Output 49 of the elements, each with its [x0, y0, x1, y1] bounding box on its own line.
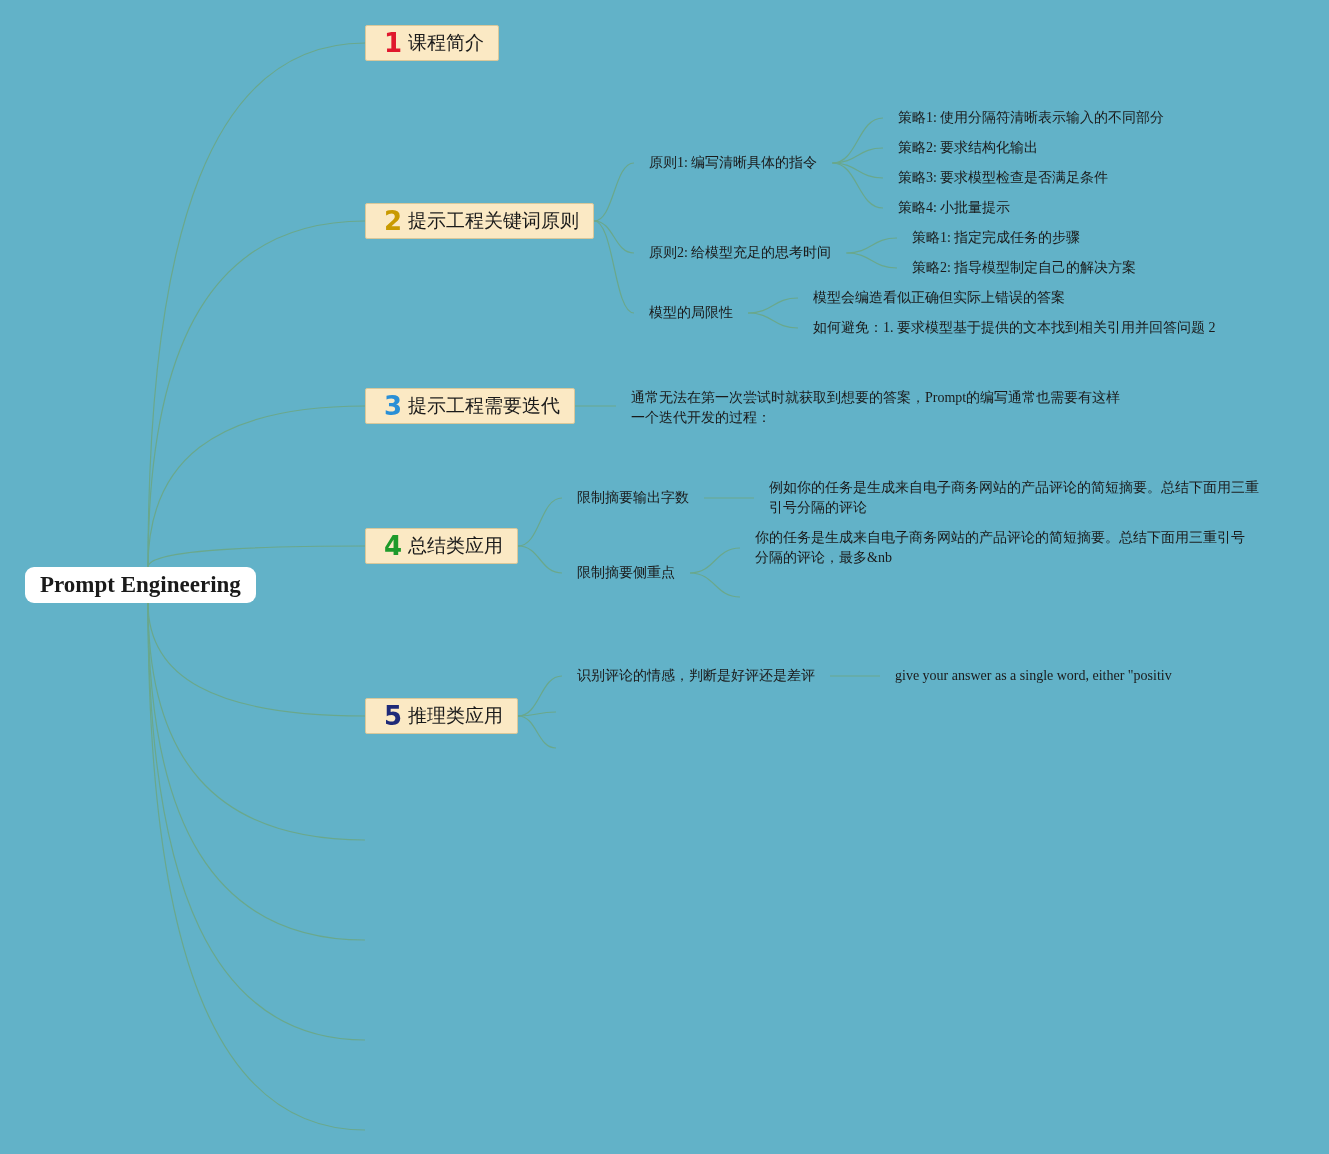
topic-label: 总结类应用: [408, 533, 504, 558]
branch-label: 限制摘要输出字数: [562, 486, 704, 510]
connector: [593, 162, 635, 222]
topic-number: 3: [384, 391, 403, 421]
connector: [517, 715, 557, 749]
topic-label: 提示工程需要迭代: [408, 393, 561, 418]
branch-label: 模型的局限性: [634, 301, 748, 325]
connector: [747, 297, 799, 314]
branch-label: 如何避免：1. 要求模型基于提供的文本找到相关引用并回答问题 2: [798, 316, 1231, 340]
topic-box: [365, 203, 595, 239]
connector: [689, 572, 741, 598]
branch-label: 例如你的任务是生成来自电子商务网站的产品评论的简短摘要。总结下面用三重引号分隔的评论: [754, 476, 1274, 520]
connector: [147, 545, 366, 568]
topic-number: 2: [384, 206, 403, 236]
topic-label: 推理类应用: [408, 703, 504, 728]
branch-label: 模型会编造看似正确但实际上错误的答案: [798, 286, 1080, 310]
connector: [517, 545, 563, 574]
branch-label: 识别评论的情感，判断是好评还是差评: [562, 664, 830, 688]
connector: [147, 405, 366, 568]
topic-label: 提示工程关键词原则: [408, 208, 580, 233]
branch-label: 限制摘要侧重点: [562, 561, 690, 585]
topic-box: [365, 388, 576, 424]
connector: [517, 711, 557, 717]
branch-label: 你的任务是生成来自电子商务网站的产品评论的简短摘要。总结下面用三重引号分隔的评论，最多&nb: [740, 526, 1260, 570]
topic-number: 1: [384, 28, 403, 58]
branch-label: 策略1: 指定完成任务的步骤: [897, 226, 1096, 250]
connector: [747, 312, 799, 329]
branch-label: give your answer as a single word, either "positiv: [880, 664, 1187, 688]
connector: [517, 497, 563, 547]
connector: [845, 252, 898, 269]
connector: [831, 162, 884, 179]
topic-box: [365, 25, 500, 61]
connector: [593, 220, 635, 254]
connector: [831, 162, 884, 209]
branch-label: 通常无法在第一次尝试时就获取到想要的答案，Prompt的编写通常也需要有这样一个迭代开发的过程：: [616, 386, 1136, 430]
branch-label: 策略1: 使用分隔符清晰表示输入的不同部分: [883, 106, 1180, 130]
topic-box: [365, 698, 519, 734]
connector: [593, 220, 635, 314]
root-box: Prompt Engineering: [25, 567, 256, 603]
topic-number: 5: [384, 701, 403, 731]
branch-label: 原则2: 给模型充足的思考时间: [634, 241, 847, 265]
topic-number: 4: [384, 531, 403, 561]
branch-label: 策略2: 要求结构化输出: [883, 136, 1054, 160]
topic-box: [365, 528, 519, 564]
branch-label: 策略4: 小批量提示: [883, 196, 1026, 220]
branch-label: 策略3: 要求模型检查是否满足条件: [883, 166, 1124, 190]
branch-label: 策略2: 指导模型制定自己的解决方案: [897, 256, 1152, 280]
branch-label: 原则1: 编写清晰具体的指令: [634, 151, 833, 175]
topic-label: 课程简介: [408, 30, 485, 55]
